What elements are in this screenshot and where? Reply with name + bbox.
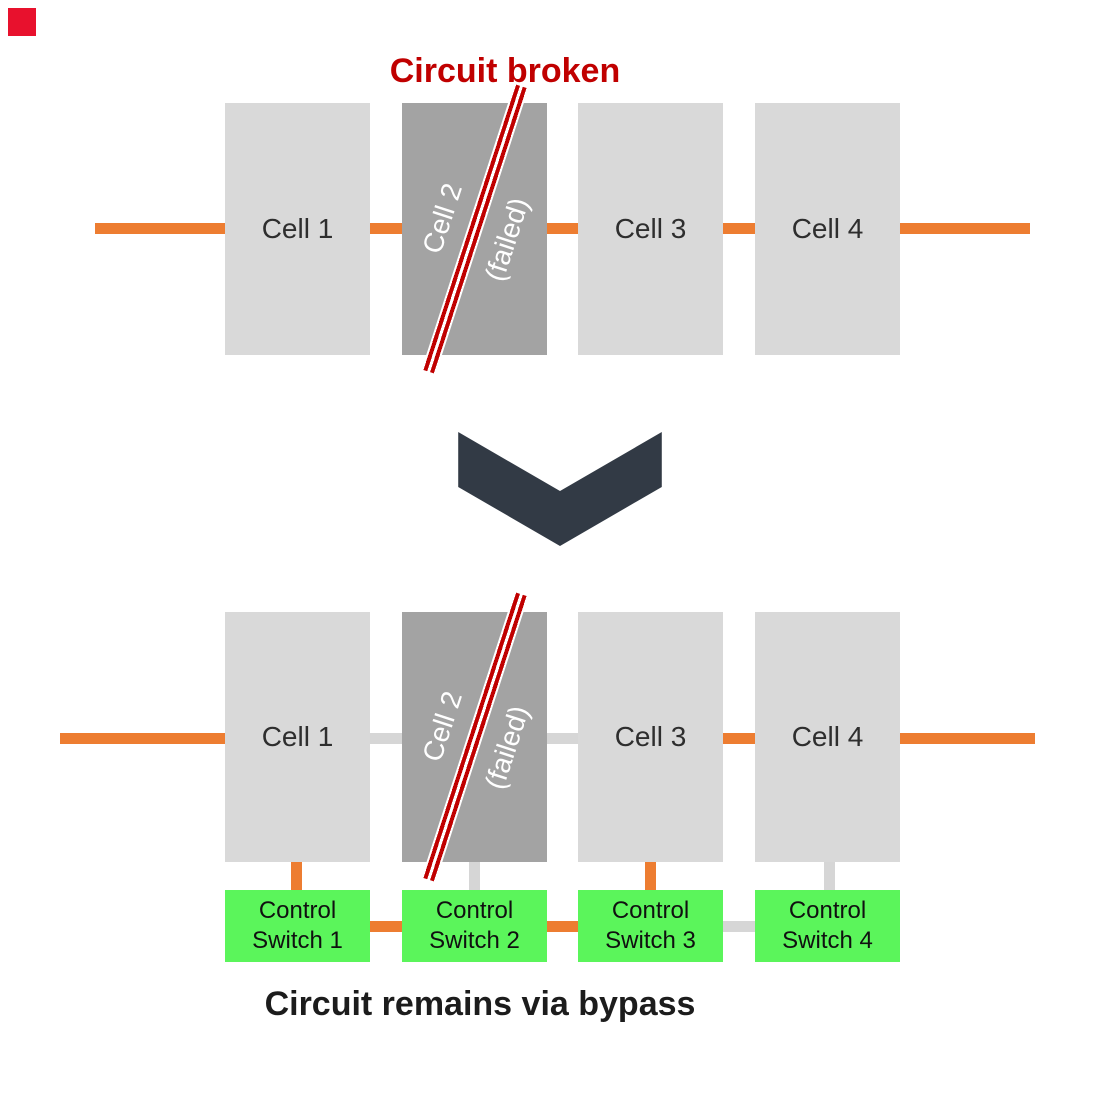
- bottom-cell-4: Cell 4: [755, 612, 900, 862]
- bottom-cell-1: Cell 1: [225, 612, 370, 862]
- bottom-cell-1-label: Cell 1: [261, 721, 334, 752]
- vwire-cell1-switch1: [291, 862, 302, 890]
- bottom-cell-3: Cell 3: [578, 612, 723, 862]
- top-cell-1: Cell 1: [225, 103, 370, 355]
- bottom-wire-cell3-cell4: [723, 733, 755, 744]
- bottom-wire-cell2-cell3: [547, 733, 578, 744]
- bypass-wire-switch3-switch4: [723, 921, 755, 932]
- top-cell-4-label: Cell 4: [791, 213, 864, 244]
- top-cell-1-label: Cell 1: [261, 213, 334, 244]
- bypass-wire-switch1-switch2: [370, 921, 402, 932]
- control-switch-2-line1: Control: [435, 897, 514, 924]
- vwire-cell4-switch4: [824, 862, 835, 890]
- bottom-caption: Circuit remains via bypass: [264, 985, 696, 1023]
- down-arrow-icon: [458, 432, 662, 546]
- control-switch-4-line1: Control: [788, 897, 867, 924]
- control-switch-2: Control Switch 2: [402, 890, 547, 962]
- bottom-wire-right-lead: [900, 733, 1035, 744]
- bottom-cell-4-label: Cell 4: [791, 721, 864, 752]
- top-cell-4: Cell 4: [755, 103, 900, 355]
- control-switch-4: Control Switch 4: [755, 890, 900, 962]
- top-title: Circuit broken: [389, 52, 621, 90]
- bottom-cell-2-failed: Cell 2 (failed): [402, 592, 547, 882]
- top-cell-3-label: Cell 3: [614, 213, 687, 244]
- top-cell-2-failed: Cell 2 (failed): [402, 84, 547, 374]
- control-switch-1: Control Switch 1: [225, 890, 370, 962]
- vwire-cell3-switch3: [645, 862, 656, 890]
- control-switch-4-line2: Switch 4: [782, 927, 873, 954]
- control-switch-1-line1: Control: [258, 897, 337, 924]
- red-marker: [8, 8, 36, 36]
- bottom-wire-cell1-cell2: [370, 733, 402, 744]
- control-switch-3: Control Switch 3: [578, 890, 723, 962]
- control-switch-1-line2: Switch 1: [252, 927, 343, 954]
- top-cell-3: Cell 3: [578, 103, 723, 355]
- top-wire: [95, 223, 1030, 234]
- control-switch-2-line2: Switch 2: [429, 927, 520, 954]
- bypass-wire-switch2-switch3: [547, 921, 578, 932]
- vwire-cell2-switch2: [469, 862, 480, 890]
- control-switch-3-line1: Control: [611, 897, 690, 924]
- bottom-wire-left-lead: [60, 733, 225, 744]
- control-switch-3-line2: Switch 3: [605, 927, 696, 954]
- bottom-cell-3-label: Cell 3: [614, 721, 687, 752]
